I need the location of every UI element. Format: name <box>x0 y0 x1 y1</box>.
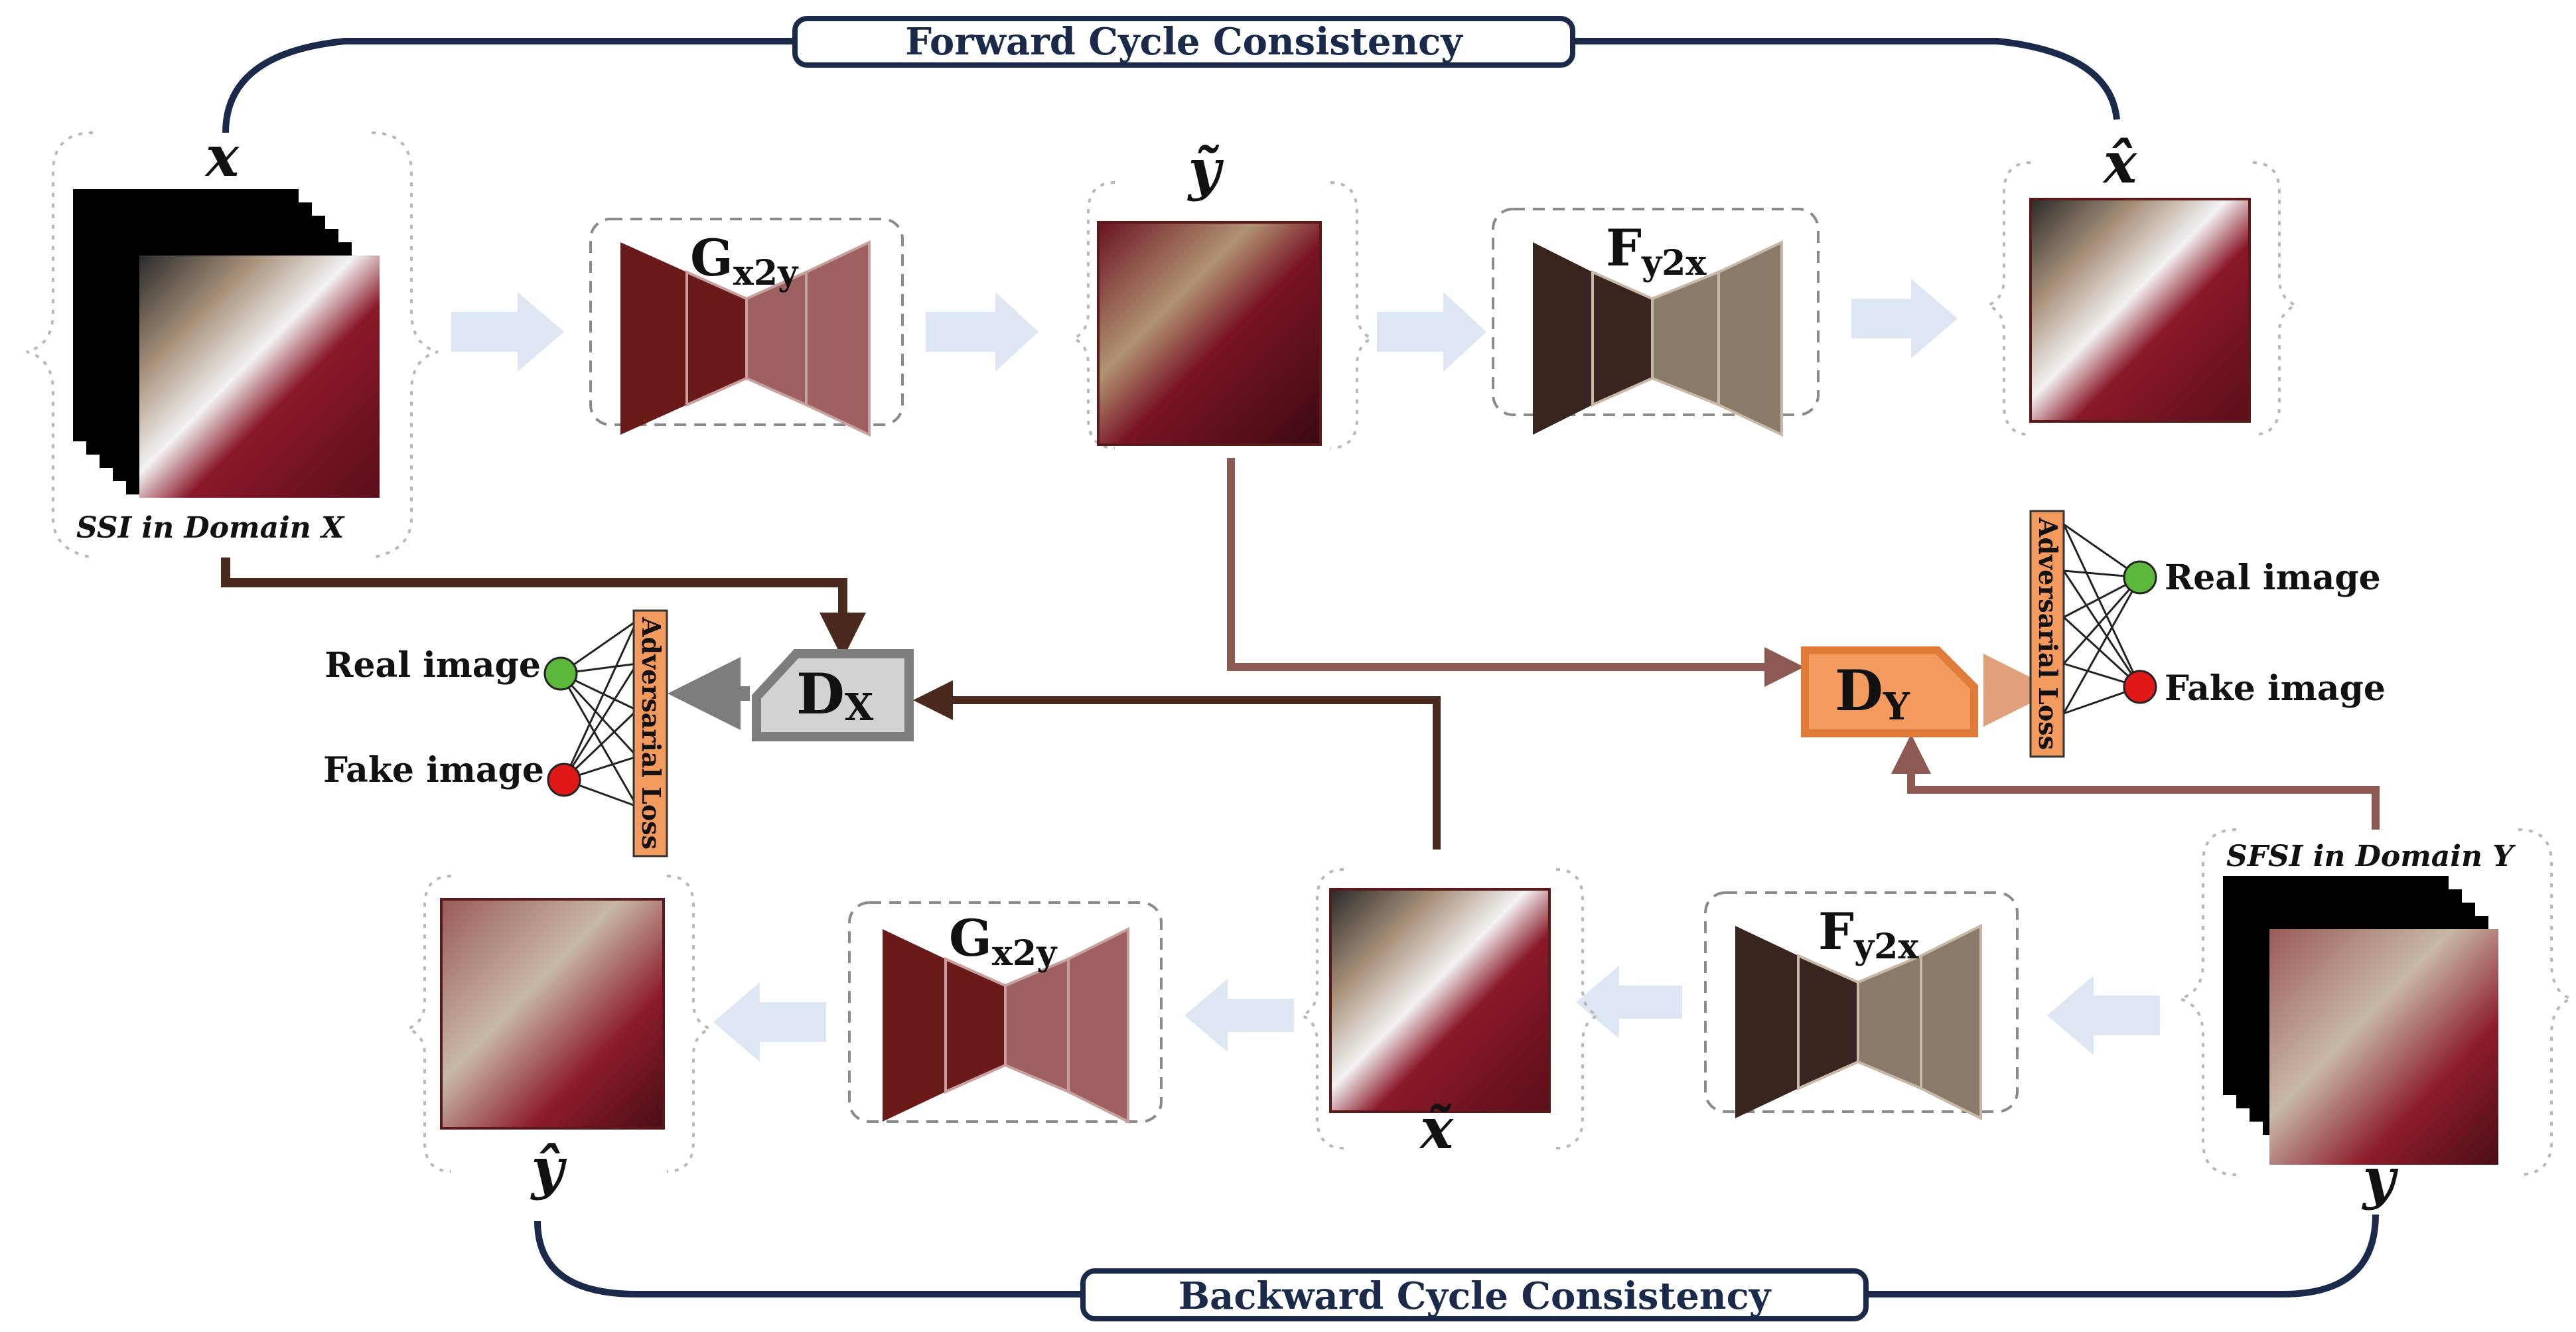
generator-g-top <box>589 218 904 437</box>
real-node-right <box>2123 560 2157 595</box>
real-image-label-left: Real image <box>324 645 541 686</box>
backward-banner-box <box>1080 1268 1869 1321</box>
var-y-hat: ŷ <box>530 1136 567 1201</box>
real-node-left <box>543 656 578 691</box>
generator-f-bottom-label: Fy2x <box>1818 902 1919 967</box>
input-stack-x <box>26 131 439 559</box>
forward-banner-label: Forward Cycle Consistency <box>905 20 1463 64</box>
flow-arrow-f-to-xhat <box>1851 279 1958 358</box>
flow-arrow-g-to-ytilde <box>926 292 1038 372</box>
flow-arrow-ytilde-to-f <box>1377 292 1486 372</box>
flow-arrow-xtilde-to-g <box>1184 979 1294 1052</box>
caption-domain-y: SFSI in Domain Y <box>2226 840 2516 873</box>
generator-f-bottom <box>1704 891 2019 1121</box>
adversarial-loss-left-box <box>632 609 668 857</box>
real-image-label-right: Real image <box>2165 557 2381 598</box>
caption-domain-x: SSI in Domain X <box>76 511 345 545</box>
generator-f-top-label: Fy2x <box>1606 218 1707 283</box>
image-x-tilde <box>1298 868 1602 1149</box>
discriminator-dx-label: DX <box>796 661 874 729</box>
arrow-ytilde-to-dy <box>1227 458 1804 687</box>
adversarial-loss-right-box <box>2029 510 2065 758</box>
generator-g-bottom-label: Gx2y <box>949 909 1058 974</box>
arrow-x-to-dx <box>221 557 866 659</box>
fake-image-label-left: Fake image <box>323 750 544 790</box>
flow-arrow-y-to-f <box>2047 976 2160 1055</box>
image-y-tilde <box>1070 181 1375 449</box>
loss-network-right <box>2062 523 2157 715</box>
fake-node-left <box>547 763 581 797</box>
input-stack-y <box>2175 828 2576 1176</box>
generator-f-top <box>1492 208 1820 437</box>
var-x-hat: x̂ <box>2102 130 2137 196</box>
arrow-xtilde-to-dx <box>913 680 1441 850</box>
adversarial-loss-left-label: Adversarial Loss <box>636 617 666 850</box>
var-y-tilde: ỹ <box>1187 137 1224 202</box>
var-x-tilde: x̃ <box>1419 1096 1454 1161</box>
discriminator-dx <box>752 649 914 741</box>
adversarial-loss-right-label: Adversarial Loss <box>2033 517 2063 750</box>
image-y-hat <box>404 875 714 1173</box>
backward-banner-label: Backward Cycle Consistency <box>1179 1274 1772 1318</box>
loss-network-left <box>543 619 638 808</box>
forward-banner-box <box>792 16 1575 68</box>
flow-arrow-x-to-g <box>451 292 564 372</box>
flow-arrow-f-to-xtilde <box>1576 966 1682 1039</box>
arrow-y-to-dy <box>1891 734 2380 830</box>
image-x-hat <box>1984 161 2300 436</box>
flow-arrow-g-to-yhat <box>713 982 826 1062</box>
var-y: y <box>2362 1146 2399 1211</box>
fake-node-right <box>2123 670 2157 704</box>
generator-g-bottom <box>848 901 1163 1124</box>
fake-image-label-right: Fake image <box>2165 668 2386 709</box>
var-x: x <box>204 123 240 189</box>
backward-cycle-arc <box>534 1214 2379 1297</box>
discriminator-dy-label: DY <box>1835 658 1910 729</box>
generator-g-top-label: Gx2y <box>690 228 799 293</box>
forward-cycle-arc <box>222 38 2120 133</box>
discriminator-dy <box>1801 646 1978 737</box>
